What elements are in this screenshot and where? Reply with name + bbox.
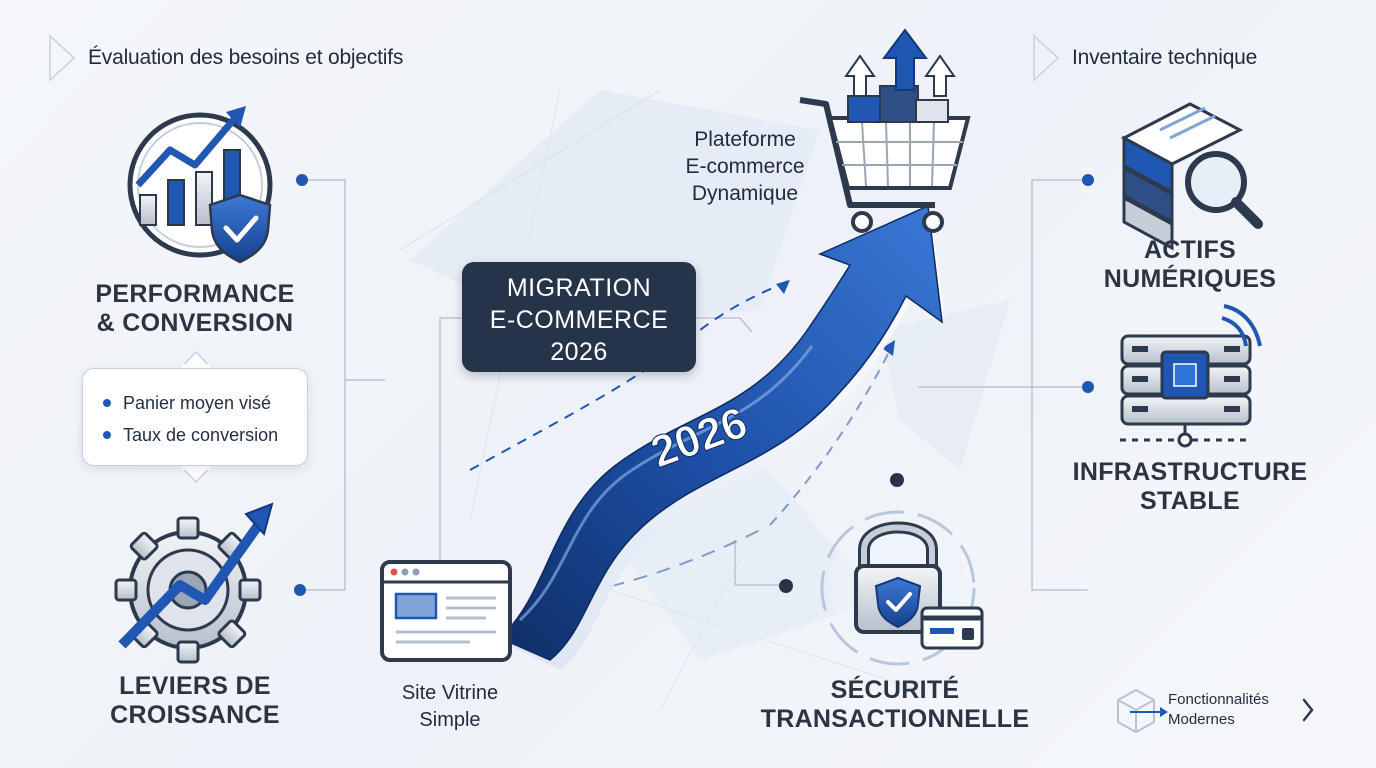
assets-line2: NUMÉRIQUES	[1103, 265, 1277, 293]
infra-line2: STABLE	[1140, 487, 1240, 515]
migration-badge: MIGRATION E-COMMERCE 2026	[462, 262, 696, 372]
footer-line1: Fonctionnalités	[1168, 691, 1269, 708]
badge-line3: 2026	[550, 338, 608, 366]
footer-line2: Modernes	[1168, 711, 1235, 728]
security-lock-icon	[820, 510, 984, 666]
security-line2: TRANSACTIONNELLE	[760, 705, 1030, 733]
site-line2: Simple	[419, 709, 481, 731]
badge-line1: MIGRATION	[506, 274, 652, 302]
growth-levers-label: LEVIERS DE CROISSANCE	[70, 672, 320, 730]
connector-dots	[294, 174, 1094, 596]
heading-chevron-left-icon	[49, 34, 76, 82]
growth-levers-gear-icon	[114, 502, 274, 664]
platform-line3: Dynamique	[691, 182, 799, 205]
infra-line1: INFRASTRUCTURE	[1072, 458, 1308, 486]
performance-chart-icon	[127, 106, 273, 264]
growth-line2: CROISSANCE	[110, 701, 280, 729]
heading-chevron-right-icon	[1033, 34, 1060, 82]
platform-line1: Plateforme	[694, 128, 796, 151]
performance-line2: & CONVERSION	[96, 309, 294, 337]
performance-line1: PERFORMANCE	[95, 280, 295, 308]
site-vitrine-label: Site Vitrine Simple	[370, 680, 530, 734]
digital-assets-server-icon	[1120, 102, 1263, 251]
browser-window-icon	[380, 560, 512, 662]
infrastructure-label: INFRASTRUCTURE STABLE	[1060, 458, 1320, 516]
site-line1: Site Vitrine	[401, 682, 499, 704]
growth-arrow	[498, 204, 945, 670]
technical-inventory-heading: Inventaire technique	[1072, 46, 1258, 69]
platform-line2: E-commerce	[685, 155, 805, 178]
growth-line1: LEVIERS DE	[119, 672, 271, 700]
modern-features-box-icon	[1117, 688, 1168, 734]
assets-line1: ACTIFS	[1143, 236, 1237, 264]
kpi-callout: Panier moyen visé Taux de conversion	[82, 368, 308, 466]
digital-assets-label: ACTIFS NUMÉRIQUES	[1070, 236, 1310, 294]
performance-conversion-label: PERFORMANCE & CONVERSION	[70, 280, 320, 338]
needs-objectives-heading: Évaluation des besoins et objectifs	[88, 46, 404, 69]
footer-chevron-right-icon[interactable]	[1302, 698, 1314, 722]
connector-lines	[304, 179, 1088, 591]
badge-line2: E-COMMERCE	[489, 306, 669, 334]
infrastructure-server-icon	[1120, 304, 1262, 448]
platform-label: Plateforme E-commerce Dynamique	[650, 126, 840, 207]
security-line1: SÉCURITÉ	[830, 676, 960, 704]
modern-features-link[interactable]: Fonctionnalités Modernes	[1168, 690, 1269, 730]
shopping-cart-icon	[799, 28, 971, 233]
kpi-item-conversion-rate: Taux de conversion	[103, 419, 307, 451]
transaction-security-label: SÉCURITÉ TRANSACTIONNELLE	[740, 676, 1050, 734]
kpi-item-average-basket: Panier moyen visé	[103, 387, 307, 419]
